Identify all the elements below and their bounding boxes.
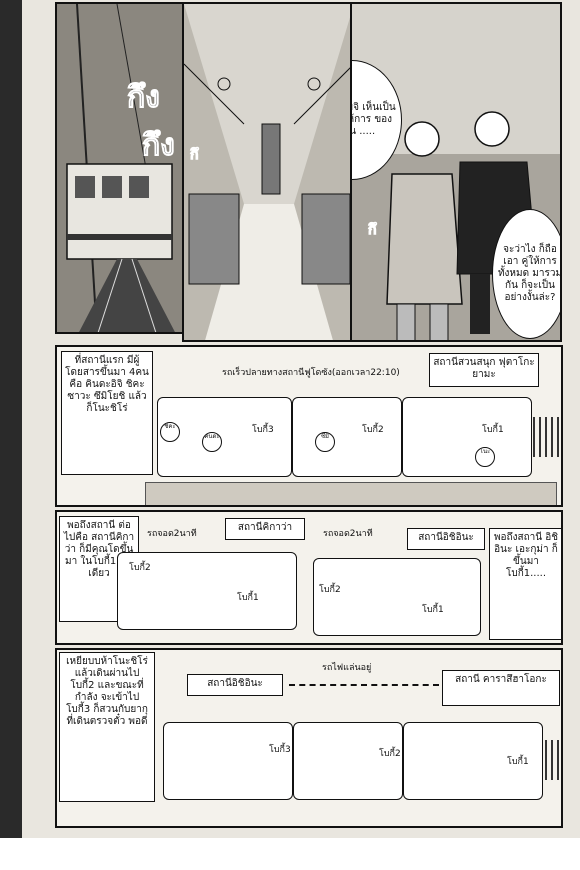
diagram1-car-3 <box>157 397 292 477</box>
panel-train-exterior: กึง กึง <box>55 2 195 334</box>
diagram3-car-label-3: โบกี้3 <box>269 745 291 755</box>
train-interior-art <box>184 4 350 340</box>
diagram2-car-right-1: โบกี้1 <box>422 605 444 615</box>
diagram-first-station: รถเร็วปลายทางสถานีฟูโดซัง(ออกเวลา22:10) … <box>55 345 563 507</box>
diagram2-car-right <box>313 558 481 636</box>
diagram1-car-label-2: โบกี้2 <box>362 425 384 435</box>
diagram3-car-2 <box>293 722 403 800</box>
diagram3-from: สถานีอิชิอินะ <box>187 674 283 696</box>
diagram2-car-right-2: โบกี้2 <box>319 585 341 595</box>
diagram2-caption-right: พอถึงสถานี อิชิอินะ เอะกุม่า ก็ขึ้นมา โบ… <box>489 528 561 640</box>
diagram1-car-1 <box>402 397 532 477</box>
sfx-small-1: กึ <box>189 147 199 164</box>
panel-characters: คุณเคนโมจิ เห็นเป็นไง? คำให้การ ของคนนั่… <box>350 2 562 342</box>
diagram-second-stations: พอถึงสถานี ต่อไปคือ สถานีคิกาว่า ก็มีคุณ… <box>55 510 563 645</box>
diagram2-station-left: สถานีคิกาว่า <box>225 518 305 540</box>
diagram3-caption: เหยียบบห้าโนะชิโร่ แล้วเดินผ่านไป โบกี้2… <box>59 652 155 802</box>
diagram3-arrow <box>289 684 439 686</box>
diagram1-platform <box>145 482 557 505</box>
diagram1-car-label-1: โบกี้1 <box>482 425 504 435</box>
person-no: โนะ <box>475 447 495 467</box>
diagram1-car-2 <box>292 397 402 477</box>
diagram2-stop-right: รถจอด2นาที <box>323 529 373 539</box>
diagram1-car-label-3: โบกี้3 <box>252 425 274 435</box>
person-sumi: ซึมิ <box>315 432 335 452</box>
diagram3-car-1 <box>403 722 543 800</box>
train-exterior-art <box>57 4 193 332</box>
diagram-running-train: เหยียบบห้าโนะชิโร่ แล้วเดินผ่านไป โบกี้2… <box>55 648 563 828</box>
diagram1-station-label: สถานีสวนสนุก ฟุตาโกะยามะ <box>429 353 539 387</box>
diagram2-car-left-1: โบกี้1 <box>237 593 259 603</box>
diagram1-title: รถเร็วปลายทางสถานีฟูโดซัง(ออกเวลา22:10) <box>222 368 400 378</box>
person-kinda: คินดะ <box>202 432 222 452</box>
diagram1-track <box>533 417 561 457</box>
diagram1-caption: ที่สถานีแรก มีผู้โดยสารขึ้นมา 4คนคือ คิน… <box>61 351 153 475</box>
diagram2-station-right: สถานีอิชิอินะ <box>407 528 485 550</box>
diagram3-running: รถไฟแล่นอยู่ <box>322 663 372 673</box>
sfx-clank-top: กึง <box>127 80 161 116</box>
speech-bubble-2: จะว่าไง ก็ถือเอา คู่ให้การ ทั้งหมด มารวม… <box>492 209 560 339</box>
diagram3-to: สถานี คาราสึฮาโอกะ <box>442 670 560 706</box>
diagram3-car-label-2: โบกี้2 <box>379 749 401 759</box>
sfx-small-2: กึ <box>367 222 377 239</box>
manga-page: กึง กึง กึ <box>0 0 580 838</box>
diagram2-car-left-2: โบกี้2 <box>129 563 151 573</box>
diagram3-car-label-1: โบกี้1 <box>507 757 529 767</box>
person-chika: ชิคะ <box>160 422 180 442</box>
page-binding-edge <box>0 0 22 838</box>
diagram2-stop-left: รถจอด2นาที <box>147 529 197 539</box>
diagram3-car-3 <box>163 722 293 800</box>
sfx-clank-bottom: กึง <box>142 128 176 164</box>
diagram3-track <box>545 740 561 780</box>
diagram2-car-left <box>117 552 297 630</box>
panel-train-interior: กึ <box>182 2 352 342</box>
